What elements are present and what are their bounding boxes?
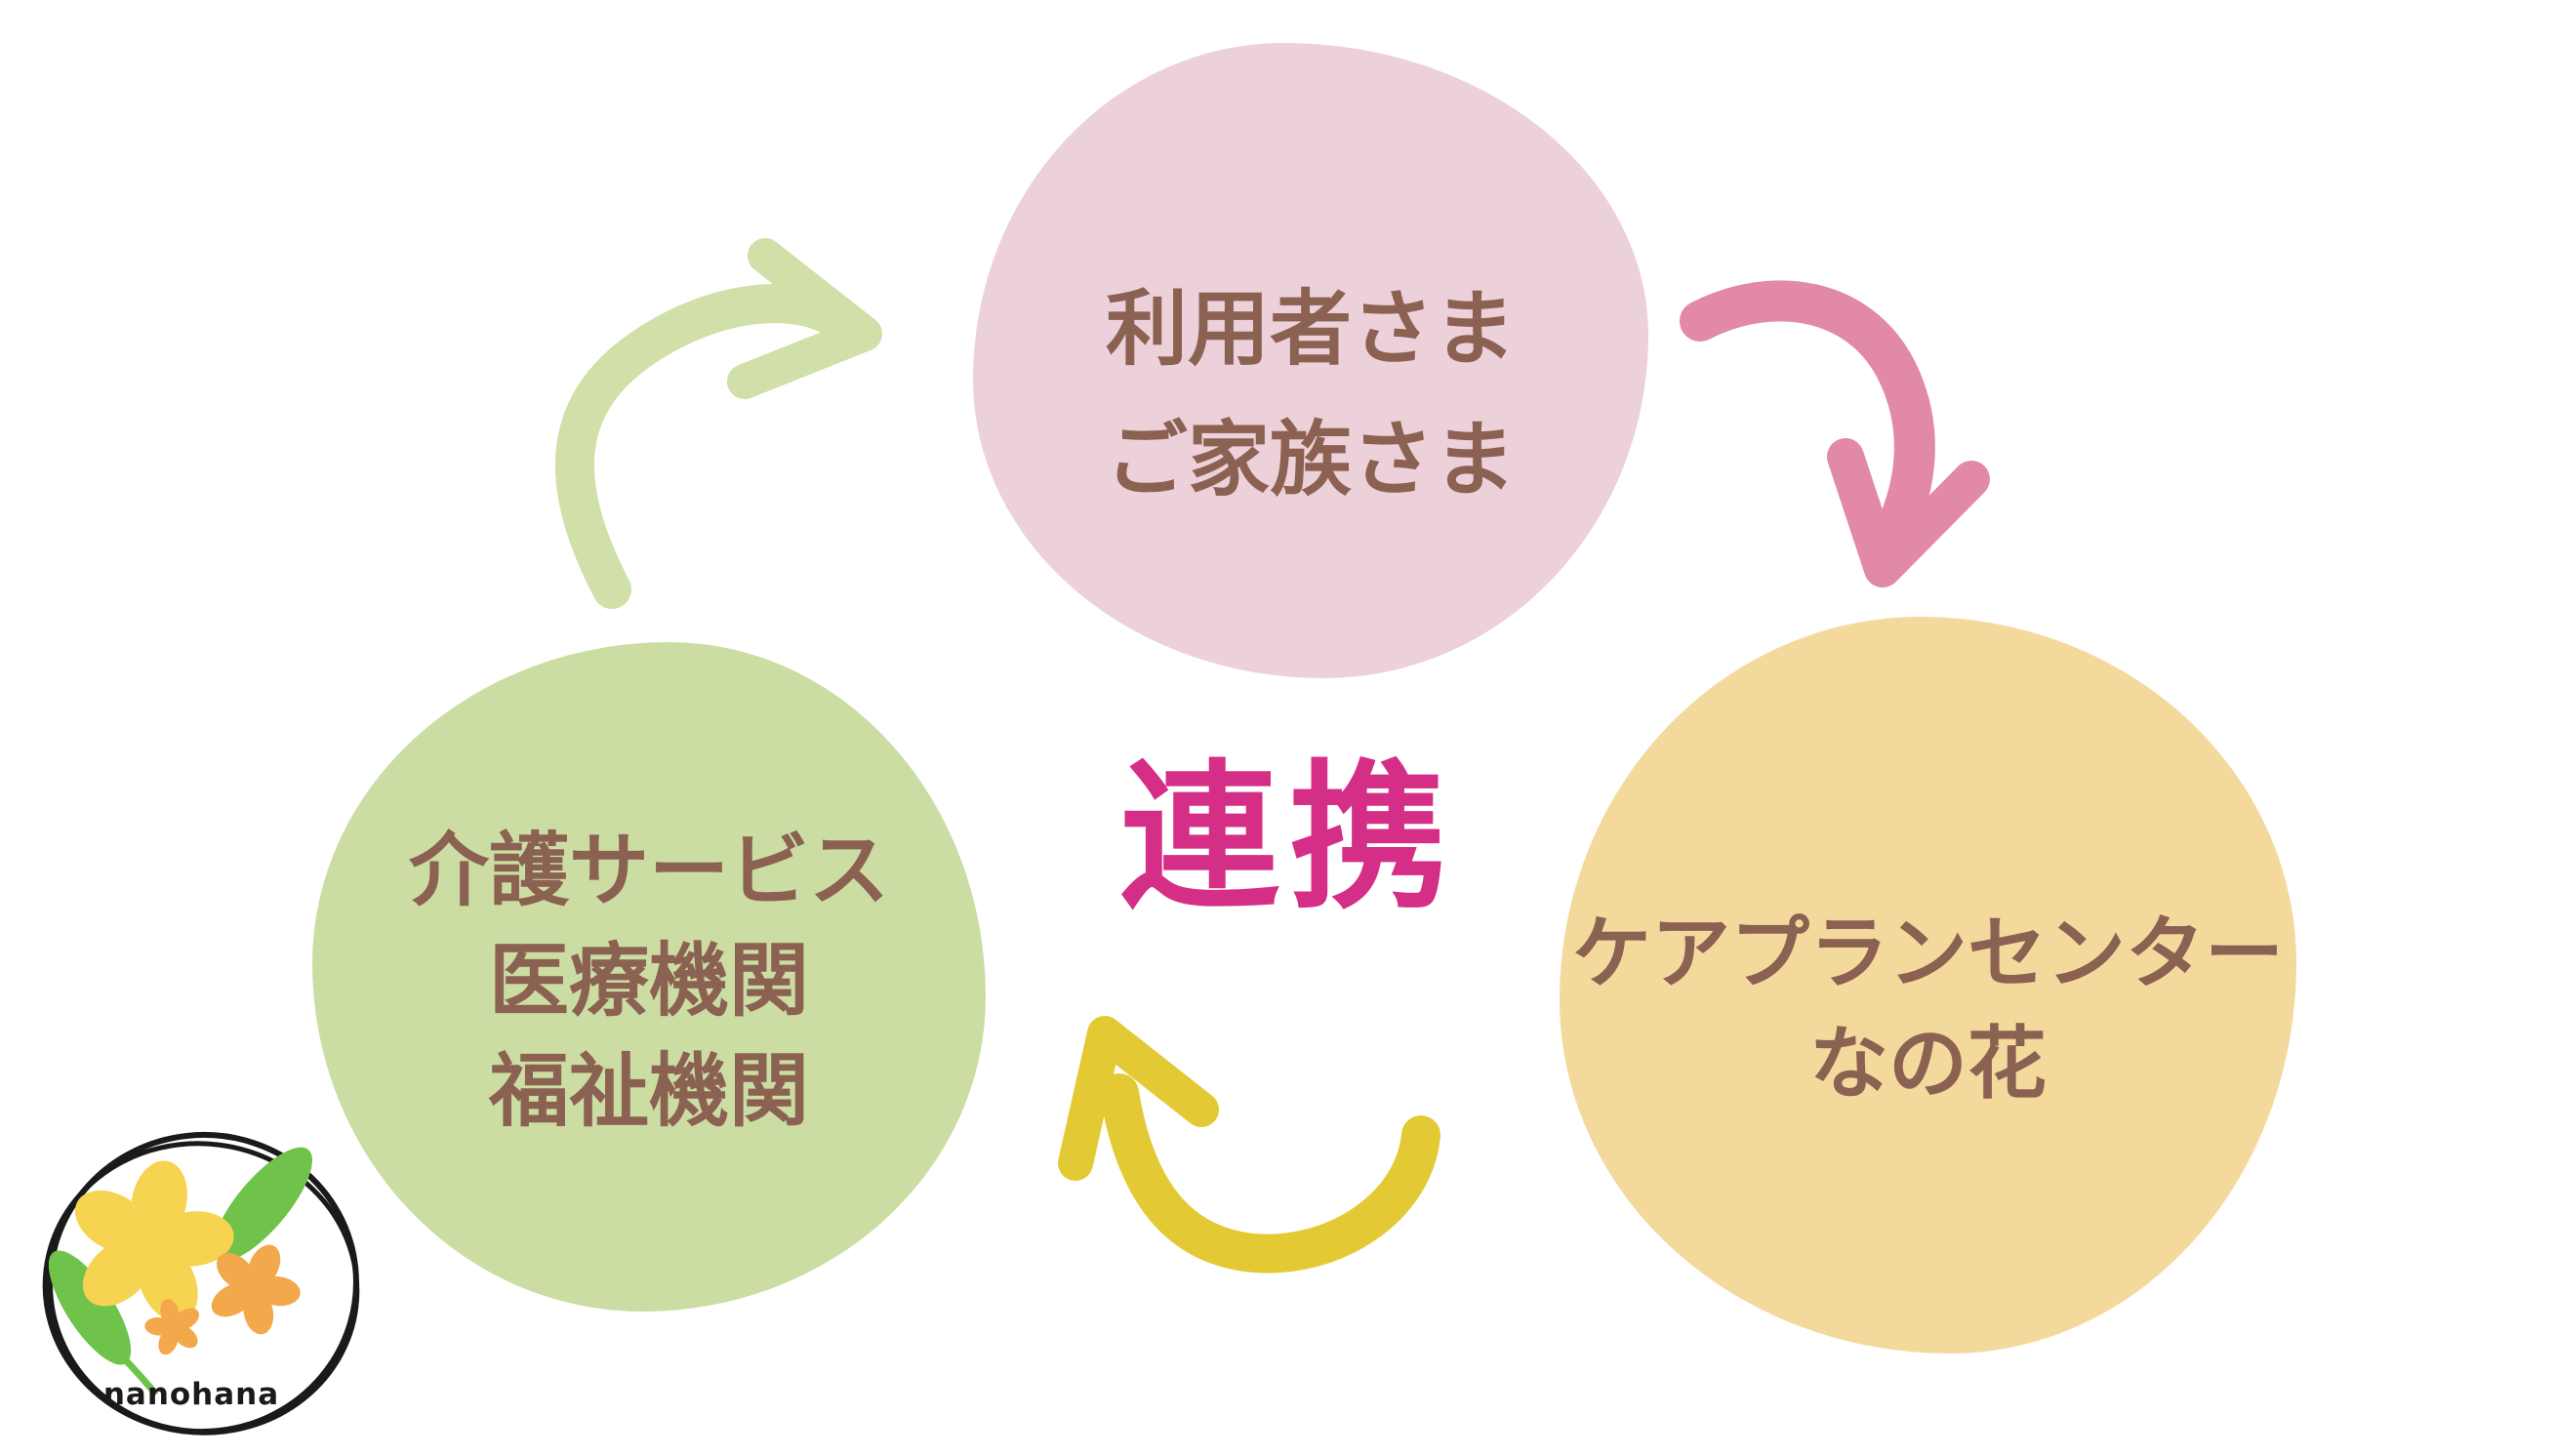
arrow-careplan-to-services-icon bbox=[1058, 1016, 1440, 1274]
logo-wordmark: nanohana bbox=[103, 1377, 279, 1412]
node-text-line: ケアプランセンター bbox=[1571, 908, 2284, 1000]
node-users-families-text: 利用者さま ご家族さま bbox=[1106, 263, 1516, 525]
node-care-services: 介護サービス 医療機関 福祉機関 bbox=[312, 642, 986, 1312]
node-care-services-text: 介護サービス 医療機関 福祉機関 bbox=[409, 816, 889, 1147]
node-careplan-nanohana-text: ケアプランセンター なの花 bbox=[1572, 900, 2284, 1120]
node-text-line: 医療機関 bbox=[488, 934, 809, 1028]
node-users-families: 利用者さま ご家族さま bbox=[973, 43, 1648, 678]
node-text-line: 利用者さま bbox=[1105, 280, 1516, 377]
node-text-line: なの花 bbox=[1808, 1018, 2047, 1111]
arrow-users-to-careplan-icon bbox=[1680, 280, 1990, 587]
logo-flower-small-icon bbox=[144, 1299, 199, 1355]
node-careplan-nanohana: ケアプランセンター なの花 bbox=[1560, 617, 2296, 1354]
arrow-services-to-users-icon bbox=[554, 238, 882, 609]
logo-flower-orange-icon bbox=[211, 1244, 301, 1335]
logo-leaves-icon bbox=[48, 1147, 312, 1397]
cooperation-center-label: 連携 bbox=[1119, 747, 1458, 931]
node-text-line: 介護サービス bbox=[408, 824, 889, 917]
nanohana-logo: nanohana bbox=[42, 1131, 360, 1436]
logo-flower-yellow-icon bbox=[74, 1160, 234, 1322]
node-text-line: ご家族さま bbox=[1105, 411, 1516, 507]
node-text-line: 福祉機関 bbox=[488, 1044, 809, 1138]
